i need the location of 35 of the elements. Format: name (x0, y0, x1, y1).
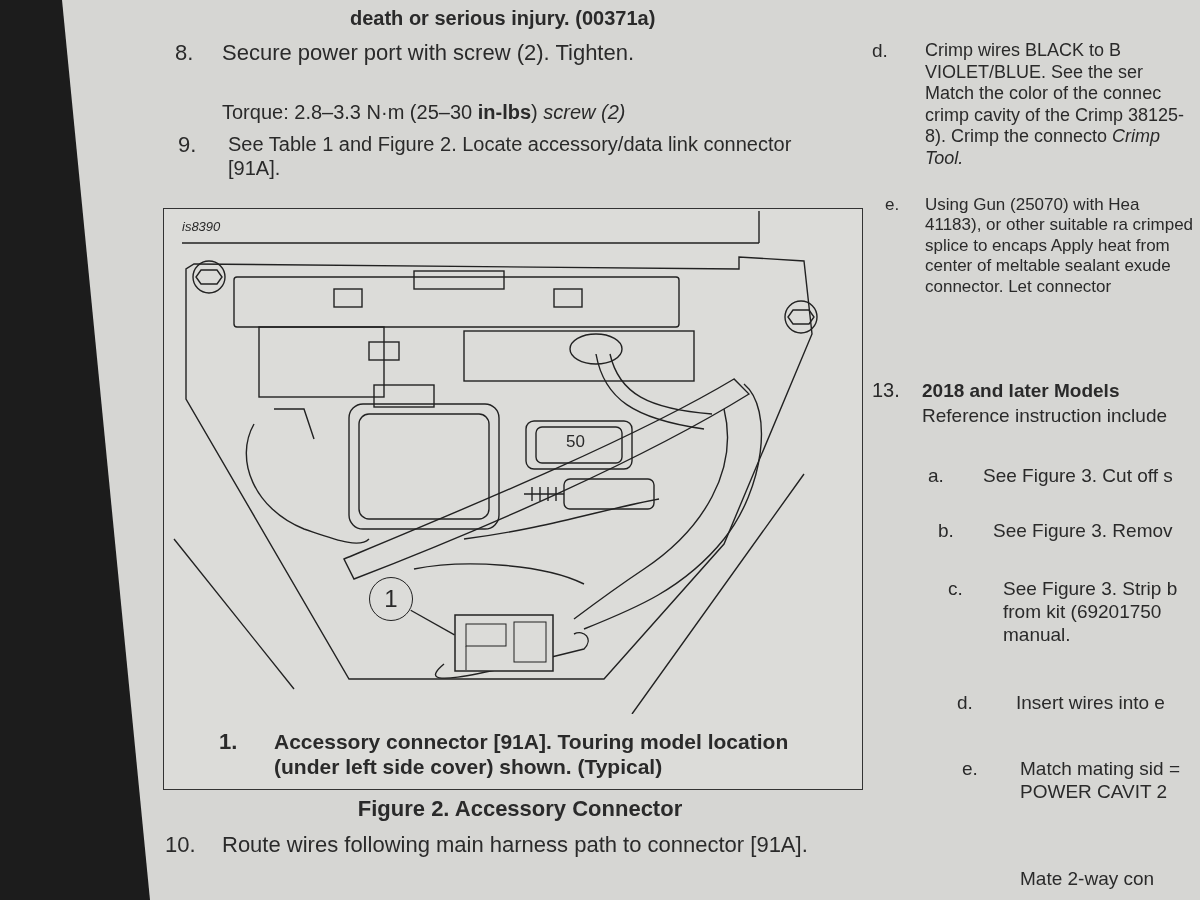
accessory-connector (454, 614, 554, 672)
step-letter: a. (928, 465, 945, 488)
step-letter: d. (957, 692, 974, 715)
instruction-text: Mate 2-way con (1020, 868, 1156, 891)
instruction-text: See Figure 3. Cut off s (983, 465, 1174, 488)
step-number: 8. (175, 40, 195, 67)
torque-spec: Torque: 2.8–3.3 N·m (25–30 in-lbs) screw (2) (222, 100, 627, 124)
figure-caption: Figure 2. Accessory Connector (356, 796, 684, 823)
instruction-text: See Table 1 and Figure 2. Locate accessory/data link connector [91A]. (228, 132, 793, 180)
step-letter: c. (948, 578, 964, 601)
figure-panel (163, 208, 863, 790)
instruction-text: Insert wires into e (1016, 692, 1166, 715)
instruction-text: Reference instruction include (922, 405, 1169, 428)
step-number: 10. (165, 832, 197, 859)
callout-description: Accessory connector [91A]. Touring model location (under left side cover) shown. (Typical) (274, 729, 790, 780)
instruction-text: See Figure 3. Strip b from kit (69201750 manual. (1003, 578, 1179, 647)
step-heading: 2018 and later Models (922, 380, 1121, 403)
step-letter: e. (962, 758, 979, 781)
step-letter: e. (885, 195, 901, 216)
instruction-text: Match mating sid = POWER CAVIT 2 (1020, 758, 1181, 804)
warning-text: death or serious injury. (00371a) (350, 6, 657, 30)
step-letter: d. (872, 40, 889, 63)
instruction-text: Route wires following main harness path to connector [91A]. (222, 832, 809, 859)
callout-key-number: 1. (219, 729, 238, 756)
step-number: 9. (178, 132, 198, 159)
instruction-text: Secure power port with screw (2). Tighten. (222, 40, 636, 67)
figure-id: is8390 (182, 219, 221, 235)
leader-line (410, 609, 456, 636)
instruction-text: Crimp wires BLACK to B VIOLET/BLUE. See the ser Match the color of the connec crimp cavity of the Crimp 38125-8). Crimp the connecto Crimp Tool. (925, 40, 1186, 170)
callout-number: 1 (369, 577, 413, 621)
instruction-text: See Figure 3. Remov (993, 520, 1174, 543)
step-number: 13. (872, 378, 901, 402)
instruction-text: Using Gun (25070) with Hea 41183), or other suitable ra crimped splice to encaps Apply heat from center of meltable sealant exude connector. Let connector (925, 195, 1195, 297)
fuse-label: 50 (566, 432, 586, 453)
step-letter: b. (938, 520, 955, 543)
